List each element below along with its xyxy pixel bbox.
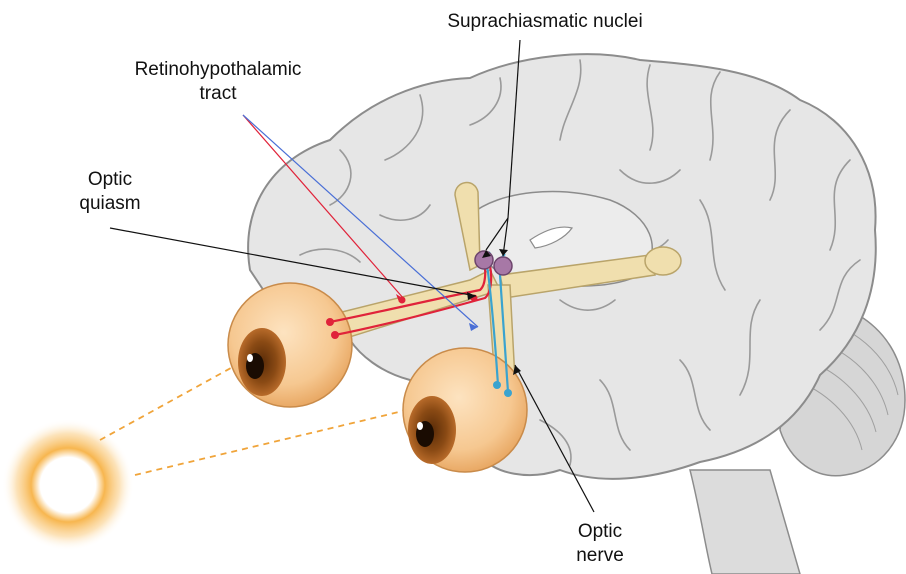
sun-shape — [2, 419, 134, 551]
right-eye-shape — [403, 348, 527, 472]
optic-nerve-label: Optic nerve — [560, 520, 640, 568]
retinohypothalamic-tract-label: Retinohypothalamic tract — [118, 58, 318, 106]
suprachiasmatic-nuclei-label: Suprachiasmatic nuclei — [440, 10, 650, 34]
optic-chiasm-label: Optic quiasm — [55, 168, 165, 216]
left-eye-shape — [228, 283, 352, 407]
brainstem-shape — [690, 470, 800, 574]
